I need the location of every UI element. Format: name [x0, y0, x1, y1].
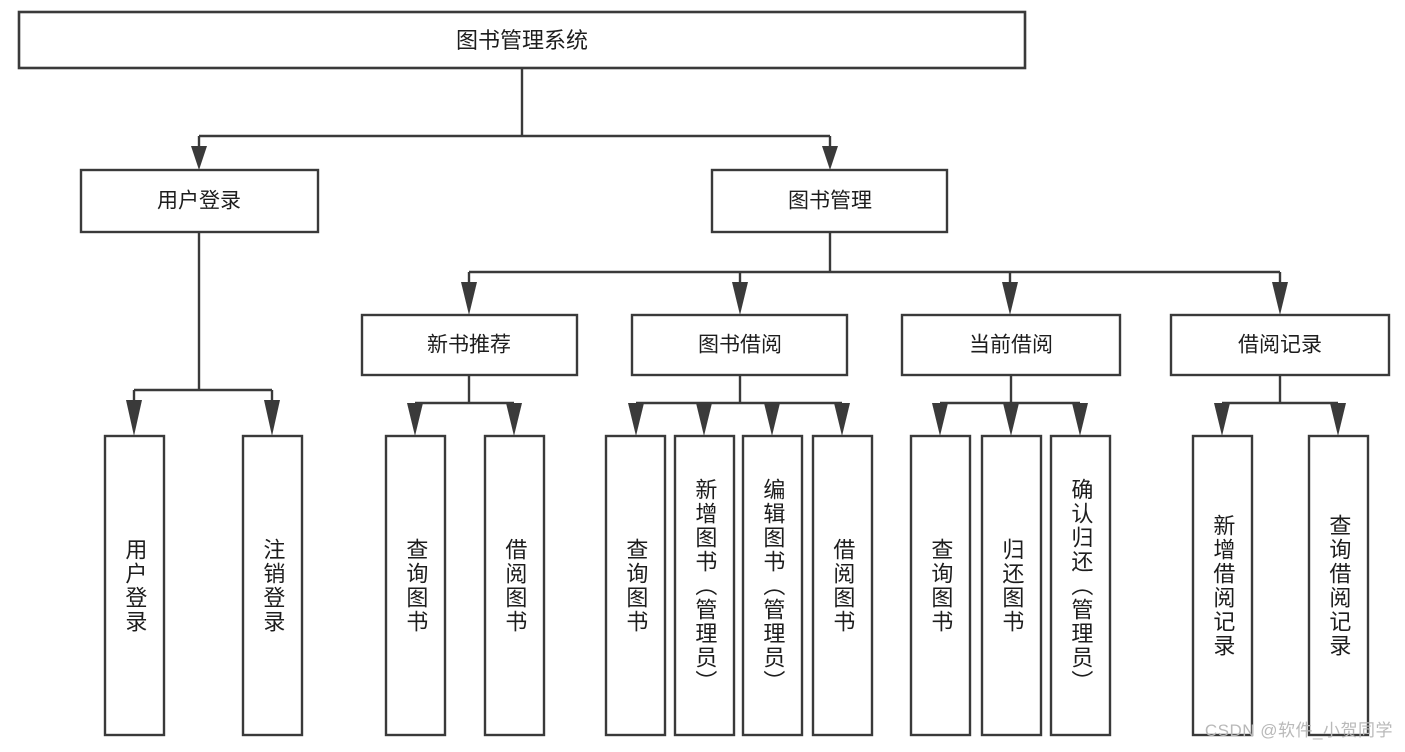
node-current-borrow[interactable]: 当前借阅: [900, 313, 1122, 377]
book-borrow-box[interactable]: [630, 313, 849, 377]
node-user-login[interactable]: 用户登录: [79, 168, 320, 234]
book-manage-box[interactable]: [710, 168, 949, 234]
root-label: 图书管理系统: [456, 28, 588, 53]
borrow-record-box[interactable]: [1169, 313, 1391, 377]
book-borrow-label: 图书借阅: [698, 334, 782, 357]
arrow-current-borrow-leaf-3: [1072, 403, 1088, 436]
leaf-box-user-login-2[interactable]: [241, 434, 304, 737]
root-box[interactable]: [17, 10, 1027, 70]
arrow-to-book-borrow: [732, 282, 748, 315]
arrow-book-borrow-leaf-3: [764, 403, 780, 436]
arrow-borrow-record-leaf-1: [1214, 403, 1230, 436]
connector-current-borrow-to-leaves: [932, 375, 1088, 436]
watermark-text: CSDN @软件_小贺同学: [1204, 721, 1393, 740]
node-new-book-recommend[interactable]: 新书推荐: [360, 313, 579, 377]
arrow-to-book-manage: [822, 146, 838, 170]
arrow-user-login-leaf-2: [264, 400, 280, 436]
node-borrow-record[interactable]: 借阅记录: [1169, 313, 1391, 377]
leaf-box-book-borrow-2[interactable]: [673, 434, 736, 737]
user-login-label: 用户登录: [157, 190, 241, 213]
book-manage-label: 图书管理: [788, 190, 872, 213]
connector-book-manage-to-level3: [461, 232, 1288, 315]
leaf-box-current-borrow-1[interactable]: [909, 434, 972, 737]
connector-book-borrow-to-leaves: [628, 375, 850, 436]
arrow-borrow-record-leaf-2: [1330, 403, 1346, 436]
borrow-record-label: 借阅记录: [1238, 334, 1322, 357]
connector-new-book-to-leaves: [407, 375, 522, 436]
leaf-box-new-book-2[interactable]: [483, 434, 546, 737]
arrow-to-new-book: [461, 282, 477, 315]
node-book-borrow[interactable]: 图书借阅: [630, 313, 849, 377]
connector-root-to-level2: [191, 68, 838, 170]
leaf-box-user-login-1[interactable]: [103, 434, 166, 737]
arrow-book-borrow-leaf-4: [834, 403, 850, 436]
leaf-boxes: [103, 434, 1370, 737]
connector-borrow-record-to-leaves: [1214, 375, 1346, 436]
arrow-to-user-login: [191, 146, 207, 170]
new-book-recommend-box[interactable]: [360, 313, 579, 377]
connector-user-login-to-leaves: [126, 232, 280, 436]
node-book-manage[interactable]: 图书管理: [710, 168, 949, 234]
node-root[interactable]: 图书管理系统: [17, 10, 1027, 70]
arrow-book-borrow-leaf-1: [628, 403, 644, 436]
leaf-box-borrow-record-1[interactable]: [1191, 434, 1254, 737]
arrow-current-borrow-leaf-2: [1003, 403, 1019, 436]
leaf-box-new-book-1[interactable]: [384, 434, 447, 737]
current-borrow-label: 当前借阅: [969, 334, 1053, 357]
arrow-new-book-leaf-1: [407, 403, 423, 436]
leaf-box-borrow-record-2[interactable]: [1307, 434, 1370, 737]
arrow-book-borrow-leaf-2: [696, 403, 712, 436]
leaf-box-book-borrow-1[interactable]: [604, 434, 667, 737]
arrow-new-book-leaf-2: [506, 403, 522, 436]
new-book-recommend-label: 新书推荐: [427, 334, 511, 357]
leaf-box-book-borrow-3[interactable]: [741, 434, 804, 737]
leaf-box-current-borrow-3[interactable]: [1049, 434, 1112, 737]
arrow-current-borrow-leaf-1: [932, 403, 948, 436]
current-borrow-box[interactable]: [900, 313, 1122, 377]
arrow-user-login-leaf-1: [126, 400, 142, 436]
leaf-box-current-borrow-2[interactable]: [980, 434, 1043, 737]
leaf-box-book-borrow-4[interactable]: [811, 434, 874, 737]
arrow-to-borrow-record: [1272, 282, 1288, 315]
arrow-to-current-borrow: [1002, 282, 1018, 315]
